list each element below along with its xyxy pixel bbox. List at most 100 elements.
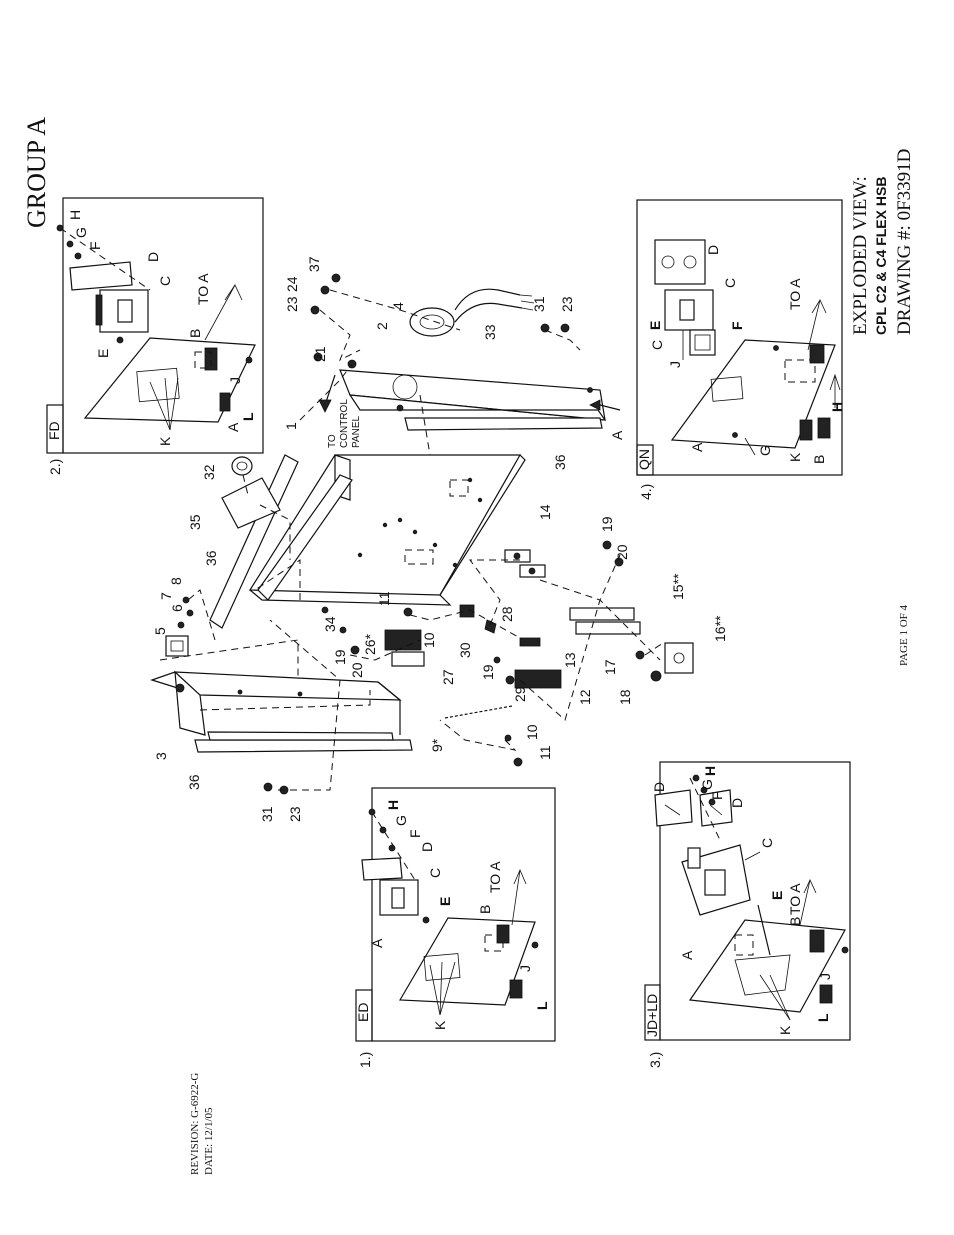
qn-label-b: B [811, 455, 827, 464]
fd-label-to-a: TO A [195, 273, 211, 305]
fd-label-k: K [157, 436, 173, 446]
label-23-right: 23 [559, 296, 575, 312]
fd-label-a: A [225, 422, 241, 432]
ed-label-f: F [407, 829, 423, 838]
label-35: 35 [187, 514, 203, 530]
ed-label-j: J [517, 965, 533, 972]
qn-label-to-a: TO A [787, 278, 803, 310]
inset-qn: QN 4.) D C TO A E C J F H A G K [636, 199, 845, 500]
label-19-right: 19 [599, 516, 615, 532]
label-4: 4 [390, 302, 406, 310]
label-29: 29 [512, 686, 528, 702]
inset-ed-number: 1.) [357, 1052, 373, 1068]
inset-fd: FD 2.) H G F D C TO A B E J K A L [46, 197, 264, 475]
qn-label-g: G [757, 445, 773, 456]
label-24: 24 [284, 276, 300, 292]
label-23-left: 23 [287, 806, 303, 822]
page-number: PAGE 1 OF 4 [898, 604, 910, 666]
jdld-label-h: H [702, 766, 718, 776]
label-5: 5 [152, 627, 168, 635]
label-20-left: 20 [349, 662, 365, 678]
label-31-left: 31 [259, 806, 275, 822]
fd-label-d: D [145, 252, 161, 262]
label-15: 15** [670, 573, 686, 600]
ed-label-c: C [427, 868, 443, 878]
ed-label-a: A [369, 938, 385, 948]
fd-label-h: H [67, 210, 83, 220]
inset-fd-tag: FD [46, 421, 62, 440]
label-19-left: 19 [332, 649, 348, 665]
jdld-label-c: C [759, 838, 775, 848]
qn-label-f: F [729, 321, 745, 330]
label-to-control-1: TO [327, 434, 338, 448]
label-10-upper: 10 [421, 632, 437, 648]
qn-label-d: D [705, 245, 721, 255]
main-assembly [150, 273, 694, 795]
label-11-upper: 11 [376, 591, 392, 606]
label-36-top: 36 [203, 550, 219, 566]
qn-label-j: J [667, 361, 683, 368]
inset-ed: ED 1.) H G F D C E TO A B A J K L [355, 787, 556, 1068]
ed-label-d: D [419, 842, 435, 852]
inset-qn-tag: QN [636, 449, 652, 470]
label-19-mid: 19 [480, 664, 496, 680]
jdld-label-g: G [699, 779, 715, 790]
fd-label-e: E [95, 349, 111, 358]
label-23-top: 23 [284, 296, 300, 312]
fd-label-g: G [73, 227, 89, 238]
label-30: 30 [457, 642, 473, 658]
jdld-label-e: E [769, 891, 785, 900]
fd-label-b: B [187, 329, 203, 338]
ed-label-l: L [534, 1001, 550, 1010]
fd-label-c: C [157, 276, 173, 286]
label-13: 13 [562, 652, 578, 668]
title-line-1: EXPLODED VIEW: [850, 176, 871, 335]
jdld-label-a: A [679, 950, 695, 960]
inset-jdld-number: 3.) [647, 1052, 663, 1068]
inset-fd-number: 2.) [47, 459, 63, 475]
label-7: 7 [158, 592, 174, 600]
title-block: EXPLODED VIEW: CPL C2 & C4 FLEX HSB DRAW… [850, 149, 915, 335]
ed-label-e: E [437, 897, 453, 906]
title-line-3: DRAWING #: 0F3391D [894, 149, 915, 335]
label-21: 21 [312, 346, 328, 362]
group-title: GROUP A [22, 117, 51, 228]
label-27: 27 [440, 669, 456, 685]
label-to-control-3: PANEL [351, 416, 362, 448]
label-17: 17 [602, 659, 618, 675]
label-12: 12 [577, 689, 593, 705]
main-labels: 1 2 3 4 5 6 7 8 9* 10 11 10 11 12 13 14 … [152, 256, 728, 822]
label-1: 1 [283, 422, 299, 430]
ed-label-to-a: TO A [487, 861, 503, 893]
fd-label-l: L [240, 412, 256, 421]
qn-label-c2: C [649, 340, 665, 350]
label-16: 16** [712, 615, 728, 642]
fd-label-j: J [227, 377, 243, 384]
jdld-label-b: B [787, 917, 803, 926]
label-a-main: A [609, 430, 625, 440]
label-3: 3 [153, 752, 169, 760]
jdld-label-f: F [709, 791, 725, 800]
ed-label-k: K [432, 1020, 448, 1030]
label-32: 32 [201, 464, 217, 480]
jdld-label-l: L [815, 1013, 831, 1022]
inset-ed-tag: ED [355, 1003, 371, 1022]
title-line-2: CPL C2 & C4 FLEX HSB [873, 177, 889, 335]
label-11-lower: 11 [537, 745, 553, 760]
label-31-right: 31 [531, 296, 547, 312]
ed-label-g: G [393, 815, 409, 826]
label-18: 18 [617, 689, 633, 705]
fd-label-f: F [87, 241, 103, 250]
label-9: 9* [429, 738, 445, 752]
jdld-label-k: K [777, 1025, 793, 1035]
label-34: 34 [322, 616, 338, 632]
qn-label-a: A [689, 442, 705, 452]
label-to-control-2: CONTROL [339, 399, 350, 448]
label-6: 6 [169, 604, 185, 612]
label-37: 37 [306, 256, 322, 272]
label-14: 14 [537, 504, 553, 520]
qn-label-k: K [787, 452, 803, 462]
jdld-label-d2: D [729, 798, 745, 808]
label-20-right: 20 [614, 544, 630, 560]
